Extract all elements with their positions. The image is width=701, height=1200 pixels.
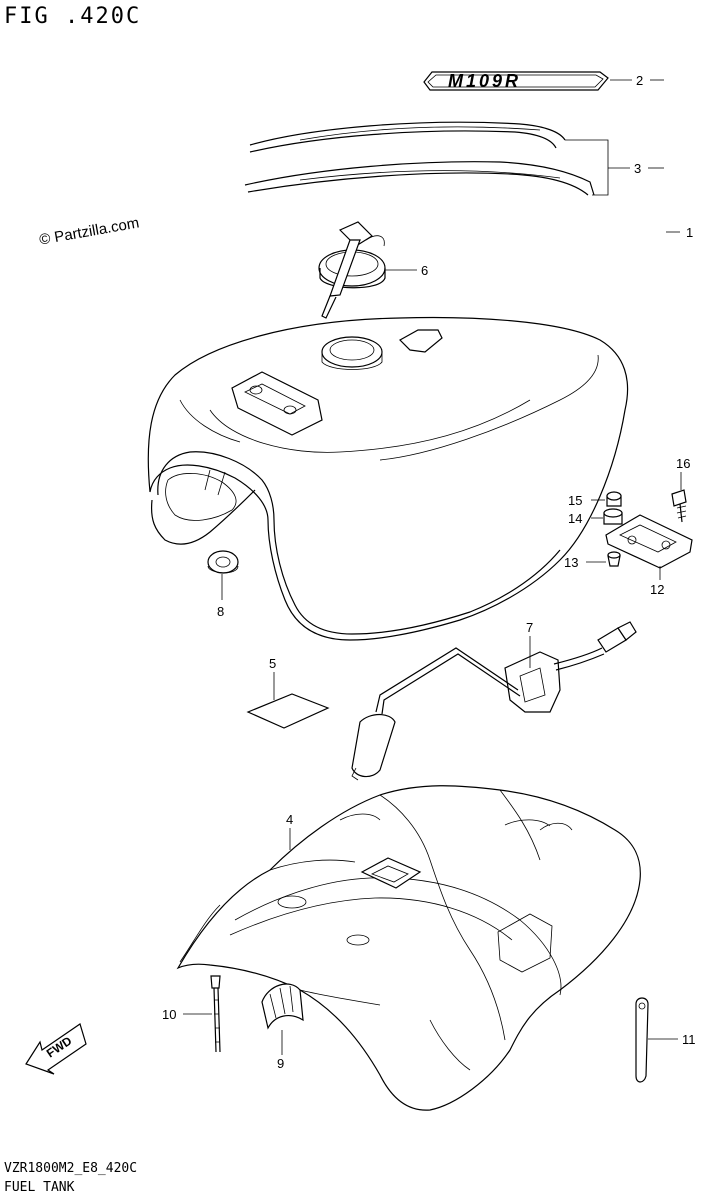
- callout-11[interactable]: 11: [682, 1032, 696, 1047]
- callout-12[interactable]: 12: [650, 582, 664, 597]
- callout-8[interactable]: 8: [217, 604, 224, 619]
- leader-lines: [183, 79, 682, 1055]
- callout-3[interactable]: 3: [634, 161, 641, 176]
- cable-tie-part[interactable]: [210, 975, 221, 1053]
- model-code: VZR1800M2_E8_420C: [4, 1161, 138, 1176]
- band-part[interactable]: [635, 997, 649, 1083]
- fuel-tank-part[interactable]: [147, 316, 629, 641]
- emblem-text: M109R: [448, 71, 521, 91]
- callout-9[interactable]: 9: [277, 1056, 284, 1071]
- figure-title: FIG .420C: [4, 4, 142, 29]
- cushion-part[interactable]: [207, 550, 239, 574]
- callout-10[interactable]: 10: [162, 1007, 176, 1022]
- fuel-cap-part[interactable]: [318, 221, 386, 319]
- callout-5[interactable]: 5: [269, 656, 276, 671]
- callout-7[interactable]: 7: [526, 620, 533, 635]
- fuel-level-gauge-part[interactable]: [351, 621, 637, 781]
- clamp-part[interactable]: [261, 983, 304, 1030]
- section-name: FUEL TANK: [4, 1180, 75, 1195]
- callout-15[interactable]: 15: [568, 493, 582, 508]
- tape-set-part[interactable]: [244, 121, 595, 196]
- label-part[interactable]: [246, 693, 330, 729]
- callout-1[interactable]: 1: [686, 225, 693, 240]
- callout-6[interactable]: 6: [421, 263, 428, 278]
- callout-2[interactable]: 2: [636, 73, 643, 88]
- emblem-part[interactable]: M109R: [423, 71, 609, 91]
- tank-cover-part[interactable]: [176, 785, 641, 1111]
- callout-16[interactable]: 16: [676, 456, 690, 471]
- callout-13[interactable]: 13: [564, 555, 578, 570]
- bracket-assembly[interactable]: [603, 489, 693, 569]
- callout-4[interactable]: 4: [286, 812, 293, 827]
- callout-14[interactable]: 14: [568, 511, 582, 526]
- fwd-direction-arrow: FWD: [25, 1023, 87, 1075]
